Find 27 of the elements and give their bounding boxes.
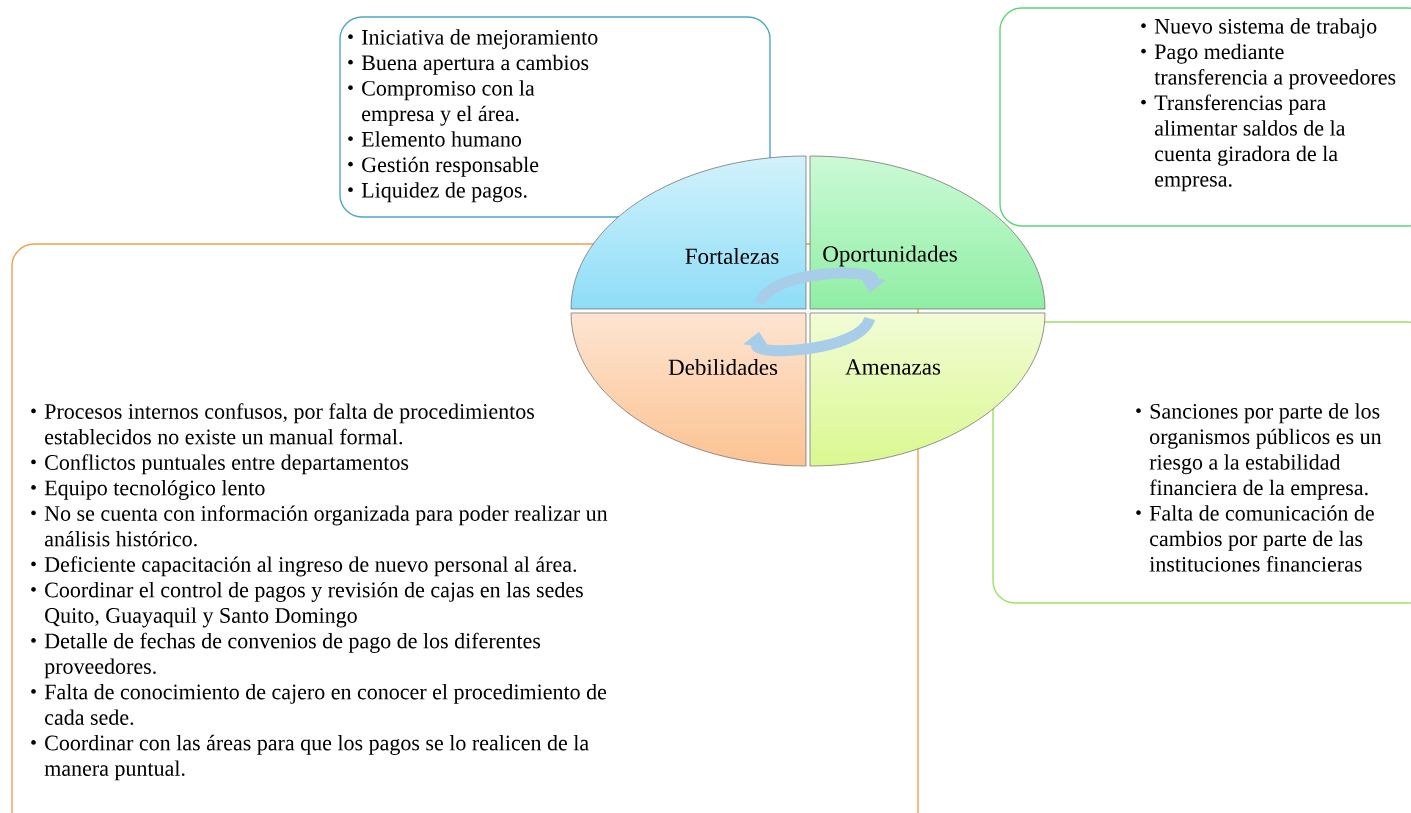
list-item: Falta de comunicación de cambios por parte de las instituciones financieras xyxy=(1136,505,1374,572)
list-item: Iniciativa de mejoramiento xyxy=(348,29,598,50)
quadrant: Oportunidades xyxy=(809,155,1046,310)
list-item: Compromiso con la empresa y el área. xyxy=(348,80,535,126)
list-item: Liquidez de pagos. xyxy=(348,182,527,203)
list-item: Detalle de fechas de convenios de pago de los diferentes proveedores. xyxy=(31,632,541,679)
list-item: Coordinar el control de pagos y revisión de cajas en las sedes Quito, Guayaquil y Santo Domingo xyxy=(31,581,583,628)
list-item: Pago mediante transferencia a proveedores xyxy=(1141,43,1396,90)
list-item: Conflictos puntuales entre departamentos xyxy=(31,454,409,475)
list-item: Transferencias para alimentar saldos de la cuenta giradora de la empresa. xyxy=(1141,94,1346,192)
list-item: Falta de conocimiento de cajero en conocer el procedimiento de cada sede. xyxy=(31,683,607,725)
list-item: Buena apertura a cambios xyxy=(348,54,589,75)
list-item: Nuevo sistema de trabajo xyxy=(1141,18,1377,39)
cycle-arrow xyxy=(743,315,875,357)
list-item: Gestión responsable xyxy=(348,156,539,177)
list-item: Elemento humano xyxy=(348,131,522,147)
list-item: No se cuenta con información organizada para poder realizar un análisis histórico. xyxy=(31,505,608,547)
quadrant: Fortalezas xyxy=(570,155,807,310)
quadrant: Debilidades xyxy=(570,312,807,467)
quadrant: Amenazas xyxy=(809,312,1046,467)
list-item: Sanciones por parte de los organismos públicos es un riesgo a la estabilidad financiera de la empresa. xyxy=(1136,403,1382,500)
list-item: Procesos internos confusos, por falta de procedimientos establecidos no existe un manual formal. xyxy=(31,403,535,445)
list-item: Coordinar con las áreas para que los pagos se lo realicen de la manera puntual. xyxy=(31,734,589,781)
cycle-arrow xyxy=(755,267,886,307)
list-item: Equipo tecnológico lento xyxy=(31,479,265,500)
list-item: Deficiente capacitación al ingreso de nuevo personal al área. xyxy=(31,556,577,577)
text-box xyxy=(999,7,1411,227)
